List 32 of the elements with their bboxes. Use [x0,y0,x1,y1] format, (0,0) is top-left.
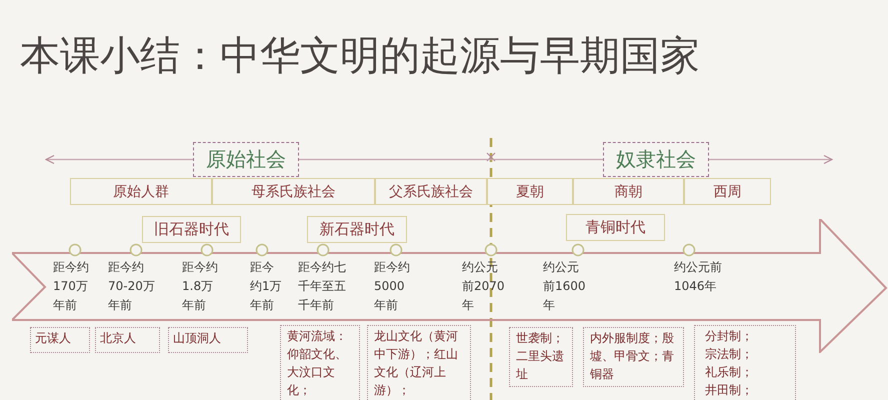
arrow [709,154,833,164]
fact-box: 黄河流域：仰韶文化、大汶口文化； [280,325,360,400]
period-cell: 原始人群 [70,178,212,205]
fact-box: 元谋人 [30,327,90,353]
date-label: 距今约170万年前 [53,259,90,314]
period-cell: 母系氏族社会 [212,178,375,205]
date-label: 距今约1万年前 [250,259,283,314]
period-cell: 西周 [684,178,771,205]
title: 本课小结：中华文明的起源与早期国家 [20,32,700,81]
age-box: 青铜时代 [566,214,665,241]
period-cell: 父系氏族社会 [375,178,487,205]
fact-box: 龙山文化（黄河中下游）；红山文化（辽河上游）； [367,325,471,400]
fact-box: 分封制；宗法制；礼乐制；井田制； [694,325,796,400]
date-label: 距今约七千年至五千年前 [298,259,347,314]
society-box: 原始社会 [193,142,299,177]
date-label: 约公元前1600年 [543,259,587,314]
fact-box: 内外服制度；殷墟、甲骨文；青铜器 [583,327,684,387]
date-label: 距今约5000年前 [374,259,411,314]
period-cell: 商朝 [573,178,684,205]
date-label: 约公元前2070年 [462,259,506,314]
society-box: 奴隶社会 [603,142,709,177]
date-label: 约公元前1046年 [674,259,723,295]
arrow [45,154,193,164]
date-label: 距今约1.8万年前 [182,259,219,314]
fact-box: 北京人 [95,327,160,353]
age-box: 旧石器时代 [142,216,241,243]
date-label: 距今约70-20万年前 [108,259,156,314]
age-box: 新石器时代 [307,216,407,243]
connector-line [299,158,603,160]
period-cell: 夏朝 [487,178,573,205]
fact-box: 山顶洞人 [168,327,248,353]
fact-box: 世袭制；二里头遗址 [509,327,573,387]
